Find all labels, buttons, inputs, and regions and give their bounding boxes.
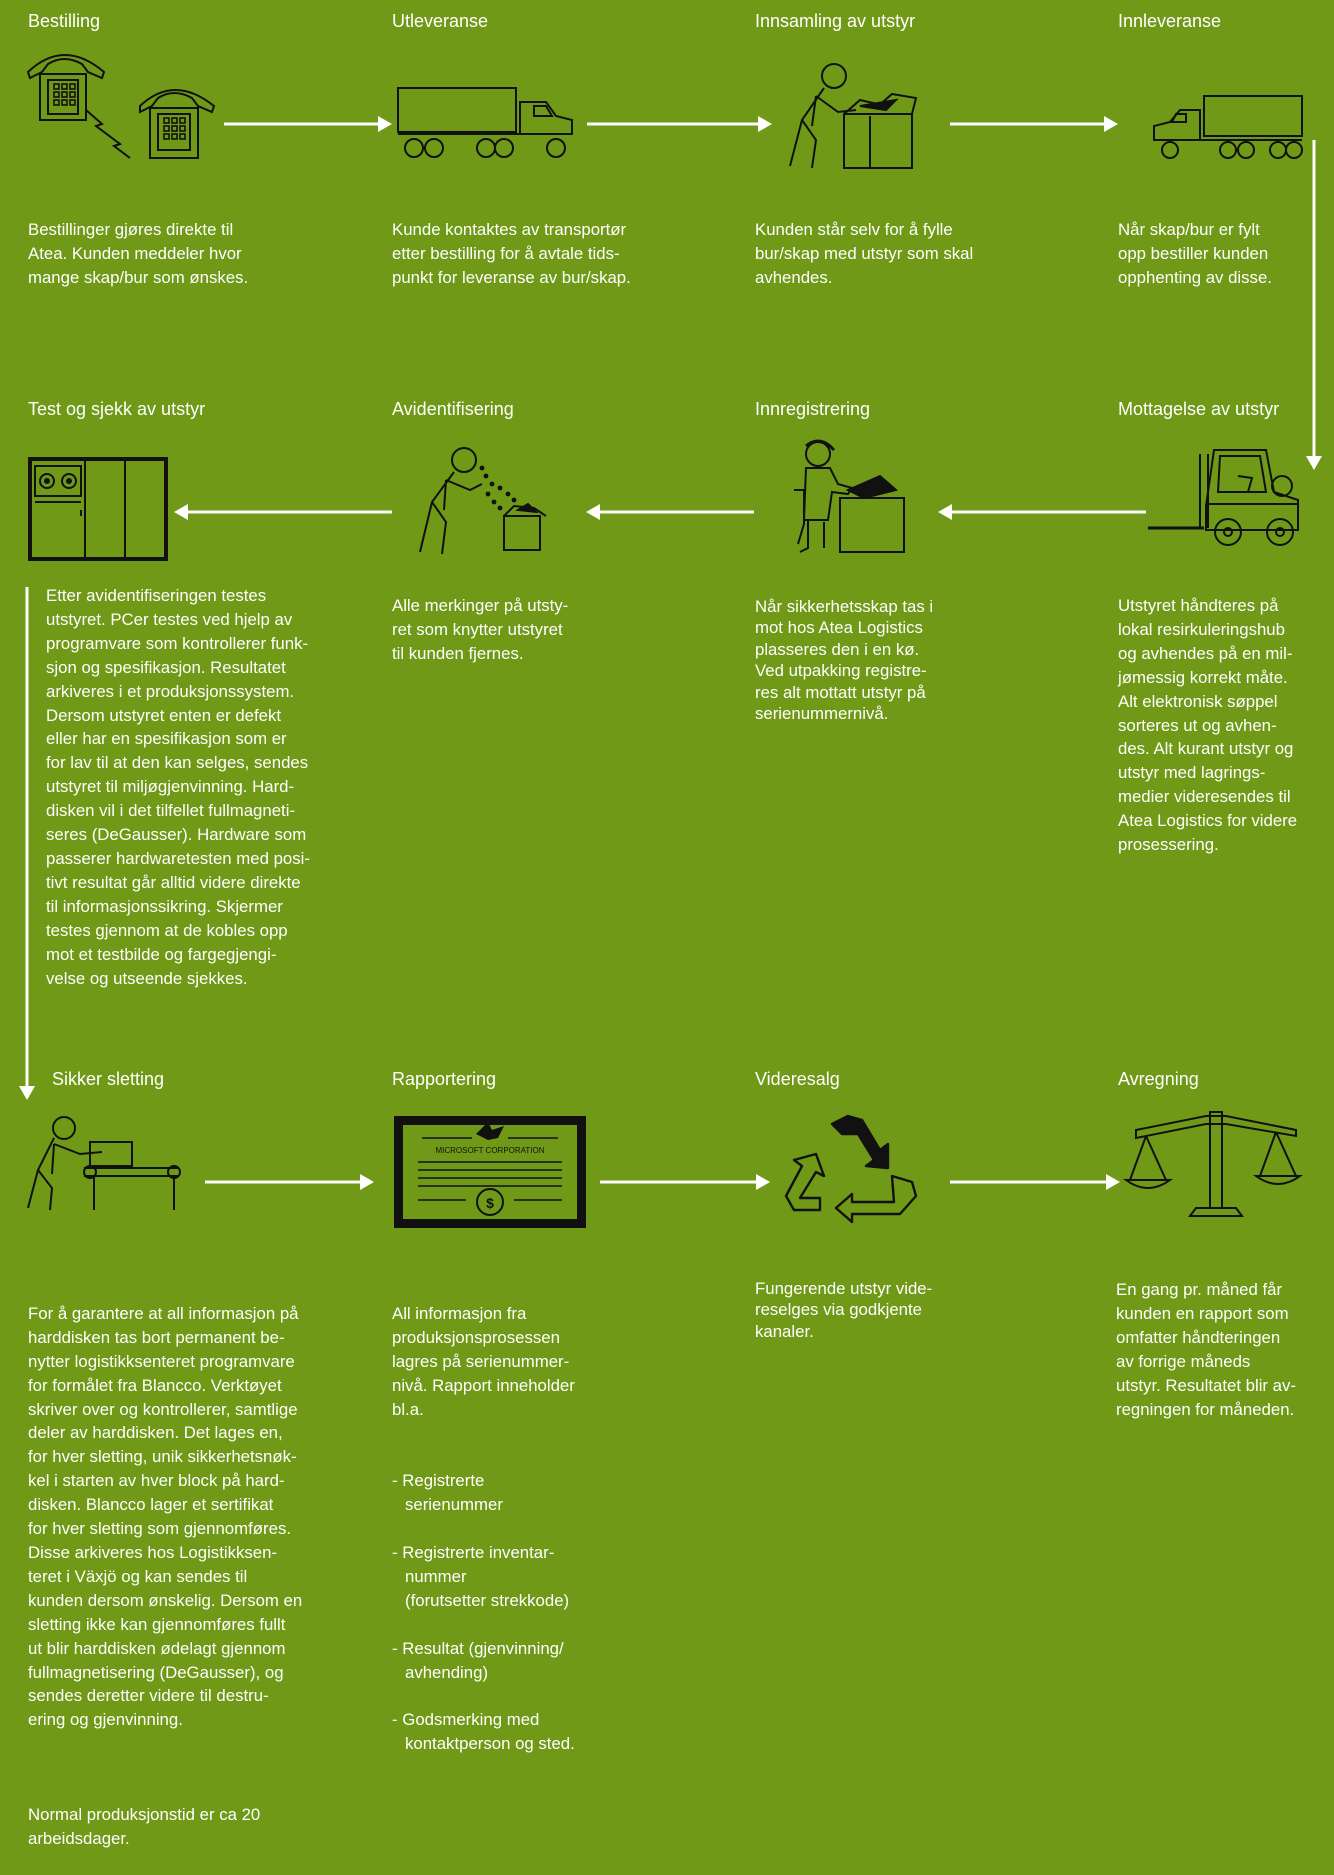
certificate-symbol: $ — [486, 1195, 494, 1211]
telephones-icon — [24, 44, 224, 164]
step-text-innregistrering: Når sikkerhetsskap tas i mot hos Atea Lo… — [755, 597, 934, 724]
arrow-test-to-sletting — [19, 587, 35, 1100]
arrow-avidentifisering-to-test — [174, 504, 392, 520]
step-note-sletting: Normal produksjonstid er ca 20 arbeidsda… — [28, 1805, 261, 1848]
step-title-videresalg: Videresalg — [755, 1069, 840, 1089]
person-filling-box-icon — [776, 60, 920, 172]
arrow-sletting-to-rapportering — [205, 1174, 374, 1190]
step-text-bestilling: Bestillinger gjøres direkte til Atea. Ku… — [28, 220, 249, 287]
arrow-mottagelse-to-innregistrering — [938, 504, 1146, 520]
arrow-bestilling-to-utleveranse — [224, 116, 392, 132]
arrow-innsamling-to-innleveranse — [950, 116, 1118, 132]
step-text-rapportering: All informasjon fra produksjonsprosessen… — [392, 1278, 575, 1804]
scales-icon — [1122, 1108, 1306, 1220]
step-text-innleveranse: Når skap/bur er fylt opp bestiller kunde… — [1118, 220, 1272, 287]
step-title-mottagelse: Mottagelse av utstyr — [1118, 399, 1280, 419]
arrow-videresalg-to-avregning — [950, 1174, 1120, 1190]
recycle-icon — [780, 1110, 924, 1224]
truck-icon — [396, 86, 574, 160]
step-text-avregning: En gang pr. måned får kunden en rapport … — [1116, 1280, 1296, 1419]
certificate-icon: MICROSOFT CORPORATION $ — [392, 1114, 588, 1230]
person-at-desk-icon — [790, 439, 908, 556]
step-title-avregning: Avregning — [1118, 1069, 1199, 1089]
step-text-test: Etter avidentifiseringen testes utstyret… — [46, 586, 310, 988]
step-text-videresalg: Fungerende utstyr vide- reselges via god… — [755, 1279, 933, 1341]
arrow-innleveranse-to-mottagelse — [1306, 140, 1322, 470]
step-title-rapportering: Rapportering — [392, 1069, 497, 1089]
step-text-rapportering-body: All informasjon fra produksjonsprosessen… — [392, 1303, 575, 1419]
step-title-innleveranse: Innleveranse — [1118, 11, 1222, 31]
person-at-conveyor-icon — [24, 1114, 184, 1211]
step-title-innsamling: Innsamling av utstyr — [755, 11, 916, 31]
step-text-innsamling: Kunden står selv for å fylle bur/skap me… — [755, 220, 974, 287]
step-title-avidentifisering: Avidentifisering — [392, 399, 514, 419]
step-title-bestilling: Bestilling — [28, 11, 101, 31]
step-text-avidentifisering: Alle merkinger på utsty- ret som knytter… — [392, 596, 569, 663]
step-text-sletting-body: For å garantere at all informasjon på ha… — [28, 1303, 303, 1730]
arrow-rapportering-to-videresalg — [600, 1174, 770, 1190]
arrow-utleveranse-to-innsamling — [587, 116, 772, 132]
certificate-title: MICROSOFT CORPORATION — [435, 1146, 544, 1155]
step-title-utleveranse: Utleveranse — [392, 11, 489, 31]
arrow-innregistrering-to-avidentifisering — [586, 504, 754, 520]
step-text-utleveranse: Kunde kontaktes av transportør etter bes… — [392, 220, 631, 287]
list-item: Resultat (gjenvinning/ avhending) — [392, 1637, 575, 1685]
list-item: Godsmerking med kontaktperson og sted. — [392, 1708, 575, 1756]
list-item: Registrerte inventar- nummer (forutsette… — [392, 1541, 575, 1613]
step-title-innregistrering: Innregistrering — [755, 399, 871, 419]
step-title-test: Test og sjekk av utstyr — [28, 399, 206, 419]
list-item: Registrerte serienummer — [392, 1469, 575, 1517]
truck-icon — [1152, 94, 1304, 160]
step-text-sletting: For å garantere at all informasjon på ha… — [28, 1278, 302, 1875]
step-title-sletting: Sikker sletting — [52, 1069, 165, 1089]
step-text-mottagelse: Utstyret håndteres på lokal resirkulerin… — [1118, 596, 1298, 855]
forklift-icon — [1148, 448, 1300, 548]
report-contents-list: Registrerte serienummer Registrerte inve… — [392, 1445, 575, 1780]
person-removing-labels-icon — [410, 446, 552, 556]
test-machine-icon — [27, 456, 169, 562]
